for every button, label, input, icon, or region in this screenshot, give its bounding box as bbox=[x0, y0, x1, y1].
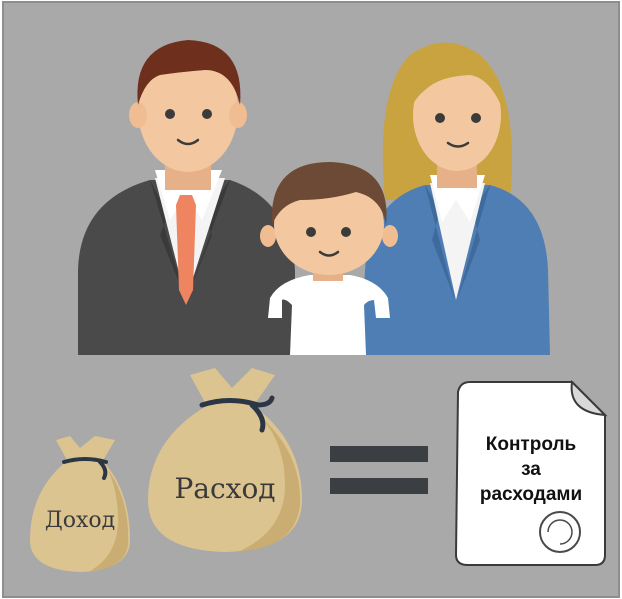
woman-lapel-right bbox=[457, 185, 490, 300]
woman-eye-right bbox=[471, 113, 481, 123]
child-head bbox=[274, 175, 384, 275]
equals-bar-top bbox=[330, 446, 428, 462]
man-figure bbox=[78, 40, 295, 355]
stamp-icon bbox=[539, 511, 581, 553]
woman-figure bbox=[360, 42, 550, 355]
child-smile bbox=[318, 250, 340, 257]
man-lapel-left bbox=[150, 180, 186, 300]
document-line2: за bbox=[521, 459, 541, 480]
woman-smile bbox=[446, 141, 470, 148]
equals-bar-bottom bbox=[330, 478, 428, 494]
document-icon: Контроль за расходами bbox=[454, 379, 608, 566]
child-eye-left bbox=[306, 227, 316, 237]
woman-lapel-left bbox=[425, 185, 455, 300]
man-ear-right bbox=[229, 102, 247, 128]
equals-icon bbox=[330, 446, 428, 494]
child-hair bbox=[271, 162, 387, 225]
child-ear-left bbox=[260, 225, 276, 247]
child-figure bbox=[260, 162, 398, 355]
child-eye-right bbox=[341, 227, 351, 237]
bag-tie-icon bbox=[199, 395, 275, 433]
child-ear-right bbox=[382, 225, 398, 247]
income-bag-shading bbox=[90, 470, 129, 571]
income-bag-top bbox=[56, 436, 115, 462]
woman-head bbox=[413, 59, 501, 171]
child-tshirt bbox=[268, 275, 390, 355]
woman-hair-front bbox=[410, 55, 504, 110]
man-eye-left bbox=[165, 109, 175, 119]
expense-label: Расход bbox=[174, 472, 275, 505]
man-hair bbox=[137, 40, 241, 105]
income-bag: Доход bbox=[30, 436, 130, 572]
woman-eye-left bbox=[435, 113, 445, 123]
expense-bag-shading bbox=[240, 418, 301, 551]
income-bag-body bbox=[30, 460, 130, 572]
man-head bbox=[138, 48, 238, 172]
document-sheet bbox=[454, 381, 606, 566]
expense-bag-top bbox=[190, 368, 275, 408]
document-line3: расходами bbox=[480, 484, 582, 505]
man-lapel-right bbox=[186, 180, 230, 300]
man-ear-left bbox=[129, 102, 147, 128]
man-tie bbox=[176, 195, 196, 305]
expense-bag-body bbox=[148, 405, 302, 552]
income-label: Доход bbox=[45, 508, 115, 533]
expense-bag: Расход bbox=[148, 368, 302, 552]
man-eye-right bbox=[202, 109, 212, 119]
document-corner-fold bbox=[570, 379, 608, 417]
man-smile bbox=[176, 138, 200, 146]
bag-tie-icon bbox=[62, 457, 108, 480]
document-line1: Контроль bbox=[486, 434, 576, 455]
